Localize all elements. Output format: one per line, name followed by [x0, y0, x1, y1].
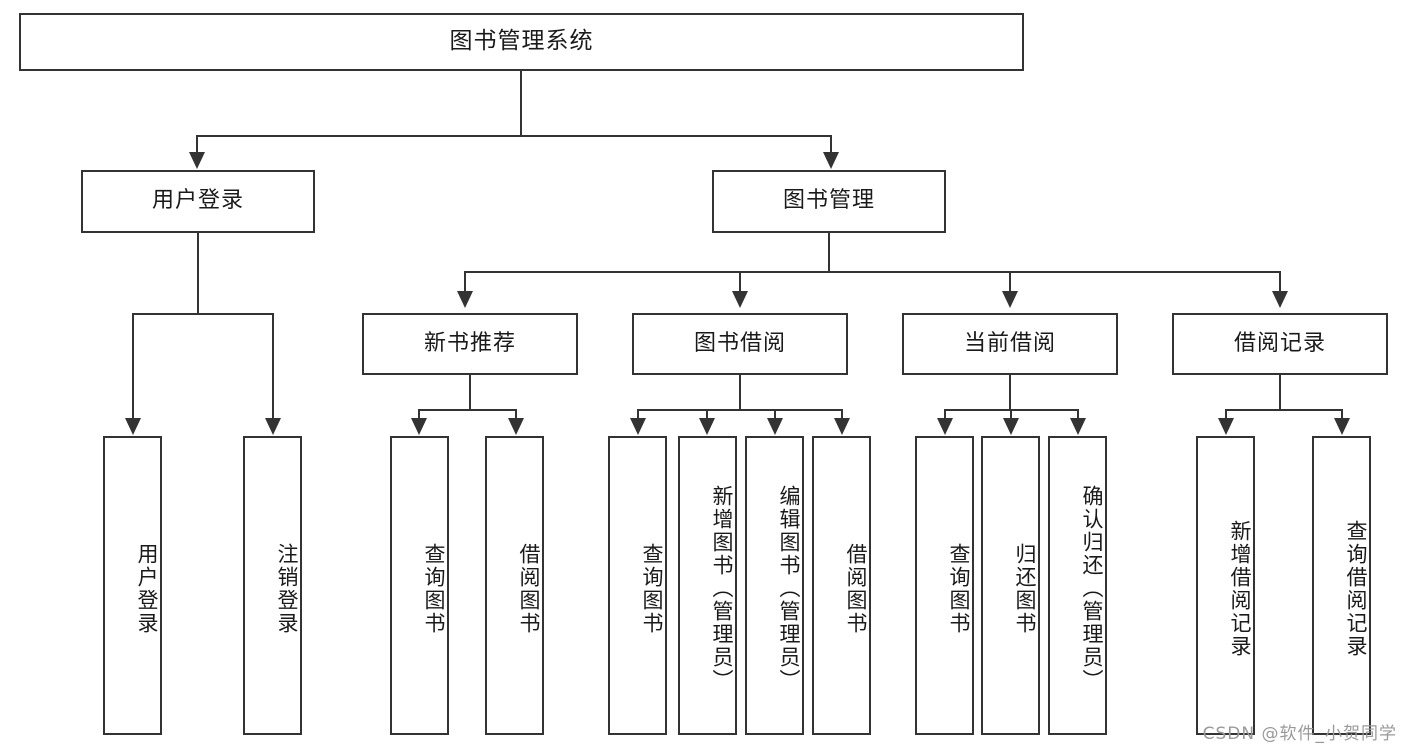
arrow-bm-to-new-book: [457, 291, 473, 308]
arrow-bm-to-current-borrow: [1002, 291, 1018, 308]
leaf-return-book[interactable]: 归还图书: [981, 436, 1040, 735]
arrow-user-login-to-leaf-1: [125, 418, 141, 435]
edge-user-login-to-leaf-2: [272, 313, 274, 419]
node-label: 编辑图书（管理员）: [777, 485, 801, 692]
edge-new-book-stem: [469, 375, 471, 409]
node-user-login[interactable]: 用户登录: [81, 170, 315, 233]
edge-bm-to-new-book: [464, 271, 466, 292]
arrow-bb-to-leaf-4: [834, 418, 850, 435]
node-label: 查询借阅记录: [1344, 519, 1368, 658]
arrow-cb-to-leaf-1: [937, 418, 953, 435]
arrow-br-to-leaf-1: [1218, 418, 1234, 435]
edge-cb-to-leaf-2: [1010, 409, 1012, 419]
edge-root-bus: [196, 135, 832, 137]
node-label: 图书管理: [782, 188, 875, 214]
node-label: 借阅图书: [517, 542, 541, 635]
arrow-cb-to-leaf-2: [1003, 418, 1019, 435]
arrow-user-login-to-leaf-2: [265, 418, 281, 435]
edge-book-management-bus: [464, 271, 1280, 273]
arrow-root-to-book-management: [823, 152, 839, 169]
edge-current-borrow-stem: [1009, 375, 1011, 409]
leaf-logout-login[interactable]: 注销登录: [243, 436, 302, 735]
arrow-cb-to-leaf-3: [1070, 418, 1086, 435]
node-label: 当前借阅: [963, 330, 1056, 356]
node-label: 确认归还（管理员）: [1080, 485, 1104, 692]
arrow-br-to-leaf-2: [1334, 418, 1350, 435]
leaf-borrow-book[interactable]: 借阅图书: [812, 436, 871, 735]
leaf-confirm-return[interactable]: 确认归还（管理员）: [1048, 436, 1107, 735]
node-new-book-recommend[interactable]: 新书推荐: [362, 313, 578, 375]
arrow-bm-to-book-borrow: [732, 291, 748, 308]
arrow-root-to-user-login: [189, 152, 205, 169]
node-label: 归还图书: [1013, 542, 1037, 635]
node-label: 借阅图书: [844, 542, 868, 635]
leaf-query-borrow-record[interactable]: 查询借阅记录: [1312, 436, 1371, 735]
arrow-bb-to-leaf-2: [699, 418, 715, 435]
node-label: 查询图书: [640, 542, 664, 635]
edge-br-to-leaf-1: [1225, 409, 1227, 419]
edge-bb-to-leaf-4: [841, 409, 843, 419]
edge-bm-to-borrow-record: [1279, 271, 1281, 292]
node-book-borrow[interactable]: 图书借阅: [632, 313, 848, 375]
edge-borrow-record-stem: [1279, 375, 1281, 409]
node-label: 图书管理系统: [449, 28, 594, 55]
edge-book-borrow-bus: [637, 409, 842, 411]
leaf-query-book-new-book[interactable]: 查询图书: [390, 436, 449, 735]
arrow-new-book-to-leaf-2: [508, 418, 524, 435]
leaf-add-borrow-record[interactable]: 新增借阅记录: [1196, 436, 1255, 735]
node-label: 注销登录: [275, 542, 299, 635]
edge-new-book-to-leaf-2: [515, 409, 517, 419]
csdn-watermark: CSDN @软件_小贺同学: [1202, 724, 1397, 744]
node-label: 借阅记录: [1233, 330, 1326, 356]
leaf-query-book-current[interactable]: 查询图书: [915, 436, 974, 735]
edge-cb-to-leaf-3: [1077, 409, 1079, 419]
edge-root-stem: [520, 71, 522, 135]
edge-bb-to-leaf-1: [637, 409, 639, 419]
edge-root-to-user-login: [196, 135, 198, 153]
leaf-user-login[interactable]: 用户登录: [103, 436, 162, 735]
leaf-add-book[interactable]: 新增图书（管理员）: [678, 436, 737, 735]
node-book-management-system[interactable]: 图书管理系统: [19, 13, 1024, 71]
edge-borrow-record-bus: [1225, 409, 1342, 411]
edge-book-borrow-stem: [739, 375, 741, 409]
arrow-bm-to-borrow-record: [1272, 291, 1288, 308]
edge-bm-to-book-borrow: [739, 271, 741, 292]
edge-user-login-to-leaf-1: [132, 313, 134, 419]
arrow-bb-to-leaf-3: [767, 418, 783, 435]
node-label: 新增借阅记录: [1228, 519, 1252, 658]
edge-root-to-book-management: [830, 135, 832, 153]
arrow-bb-to-leaf-1: [630, 418, 646, 435]
node-label: 用户登录: [151, 188, 244, 214]
edge-bm-to-current-borrow: [1009, 271, 1011, 292]
node-label: 查询图书: [947, 542, 971, 635]
node-label: 新书推荐: [423, 330, 516, 356]
node-label: 用户登录: [135, 542, 159, 635]
edge-bb-to-leaf-3: [774, 409, 776, 419]
arrow-new-book-to-leaf-1: [411, 418, 427, 435]
edge-new-book-bus: [418, 409, 517, 411]
edge-bb-to-leaf-2: [706, 409, 708, 419]
node-current-borrow[interactable]: 当前借阅: [902, 313, 1118, 375]
node-label: 查询图书: [422, 542, 446, 635]
node-borrow-record[interactable]: 借阅记录: [1172, 313, 1388, 375]
leaf-query-book-borrow[interactable]: 查询图书: [608, 436, 667, 735]
edge-user-login-stem: [197, 233, 199, 313]
leaf-edit-book[interactable]: 编辑图书（管理员）: [745, 436, 804, 735]
edge-book-management-stem: [828, 233, 830, 271]
edge-br-to-leaf-2: [1341, 409, 1343, 419]
node-book-management[interactable]: 图书管理: [712, 170, 946, 233]
node-label: 新增图书（管理员）: [710, 485, 734, 692]
edge-new-book-to-leaf-1: [418, 409, 420, 419]
edge-user-login-bus: [132, 313, 273, 315]
edge-cb-to-leaf-1: [944, 409, 946, 419]
leaf-borrow-book-new-book[interactable]: 借阅图书: [485, 436, 544, 735]
node-label: 图书借阅: [693, 330, 786, 356]
